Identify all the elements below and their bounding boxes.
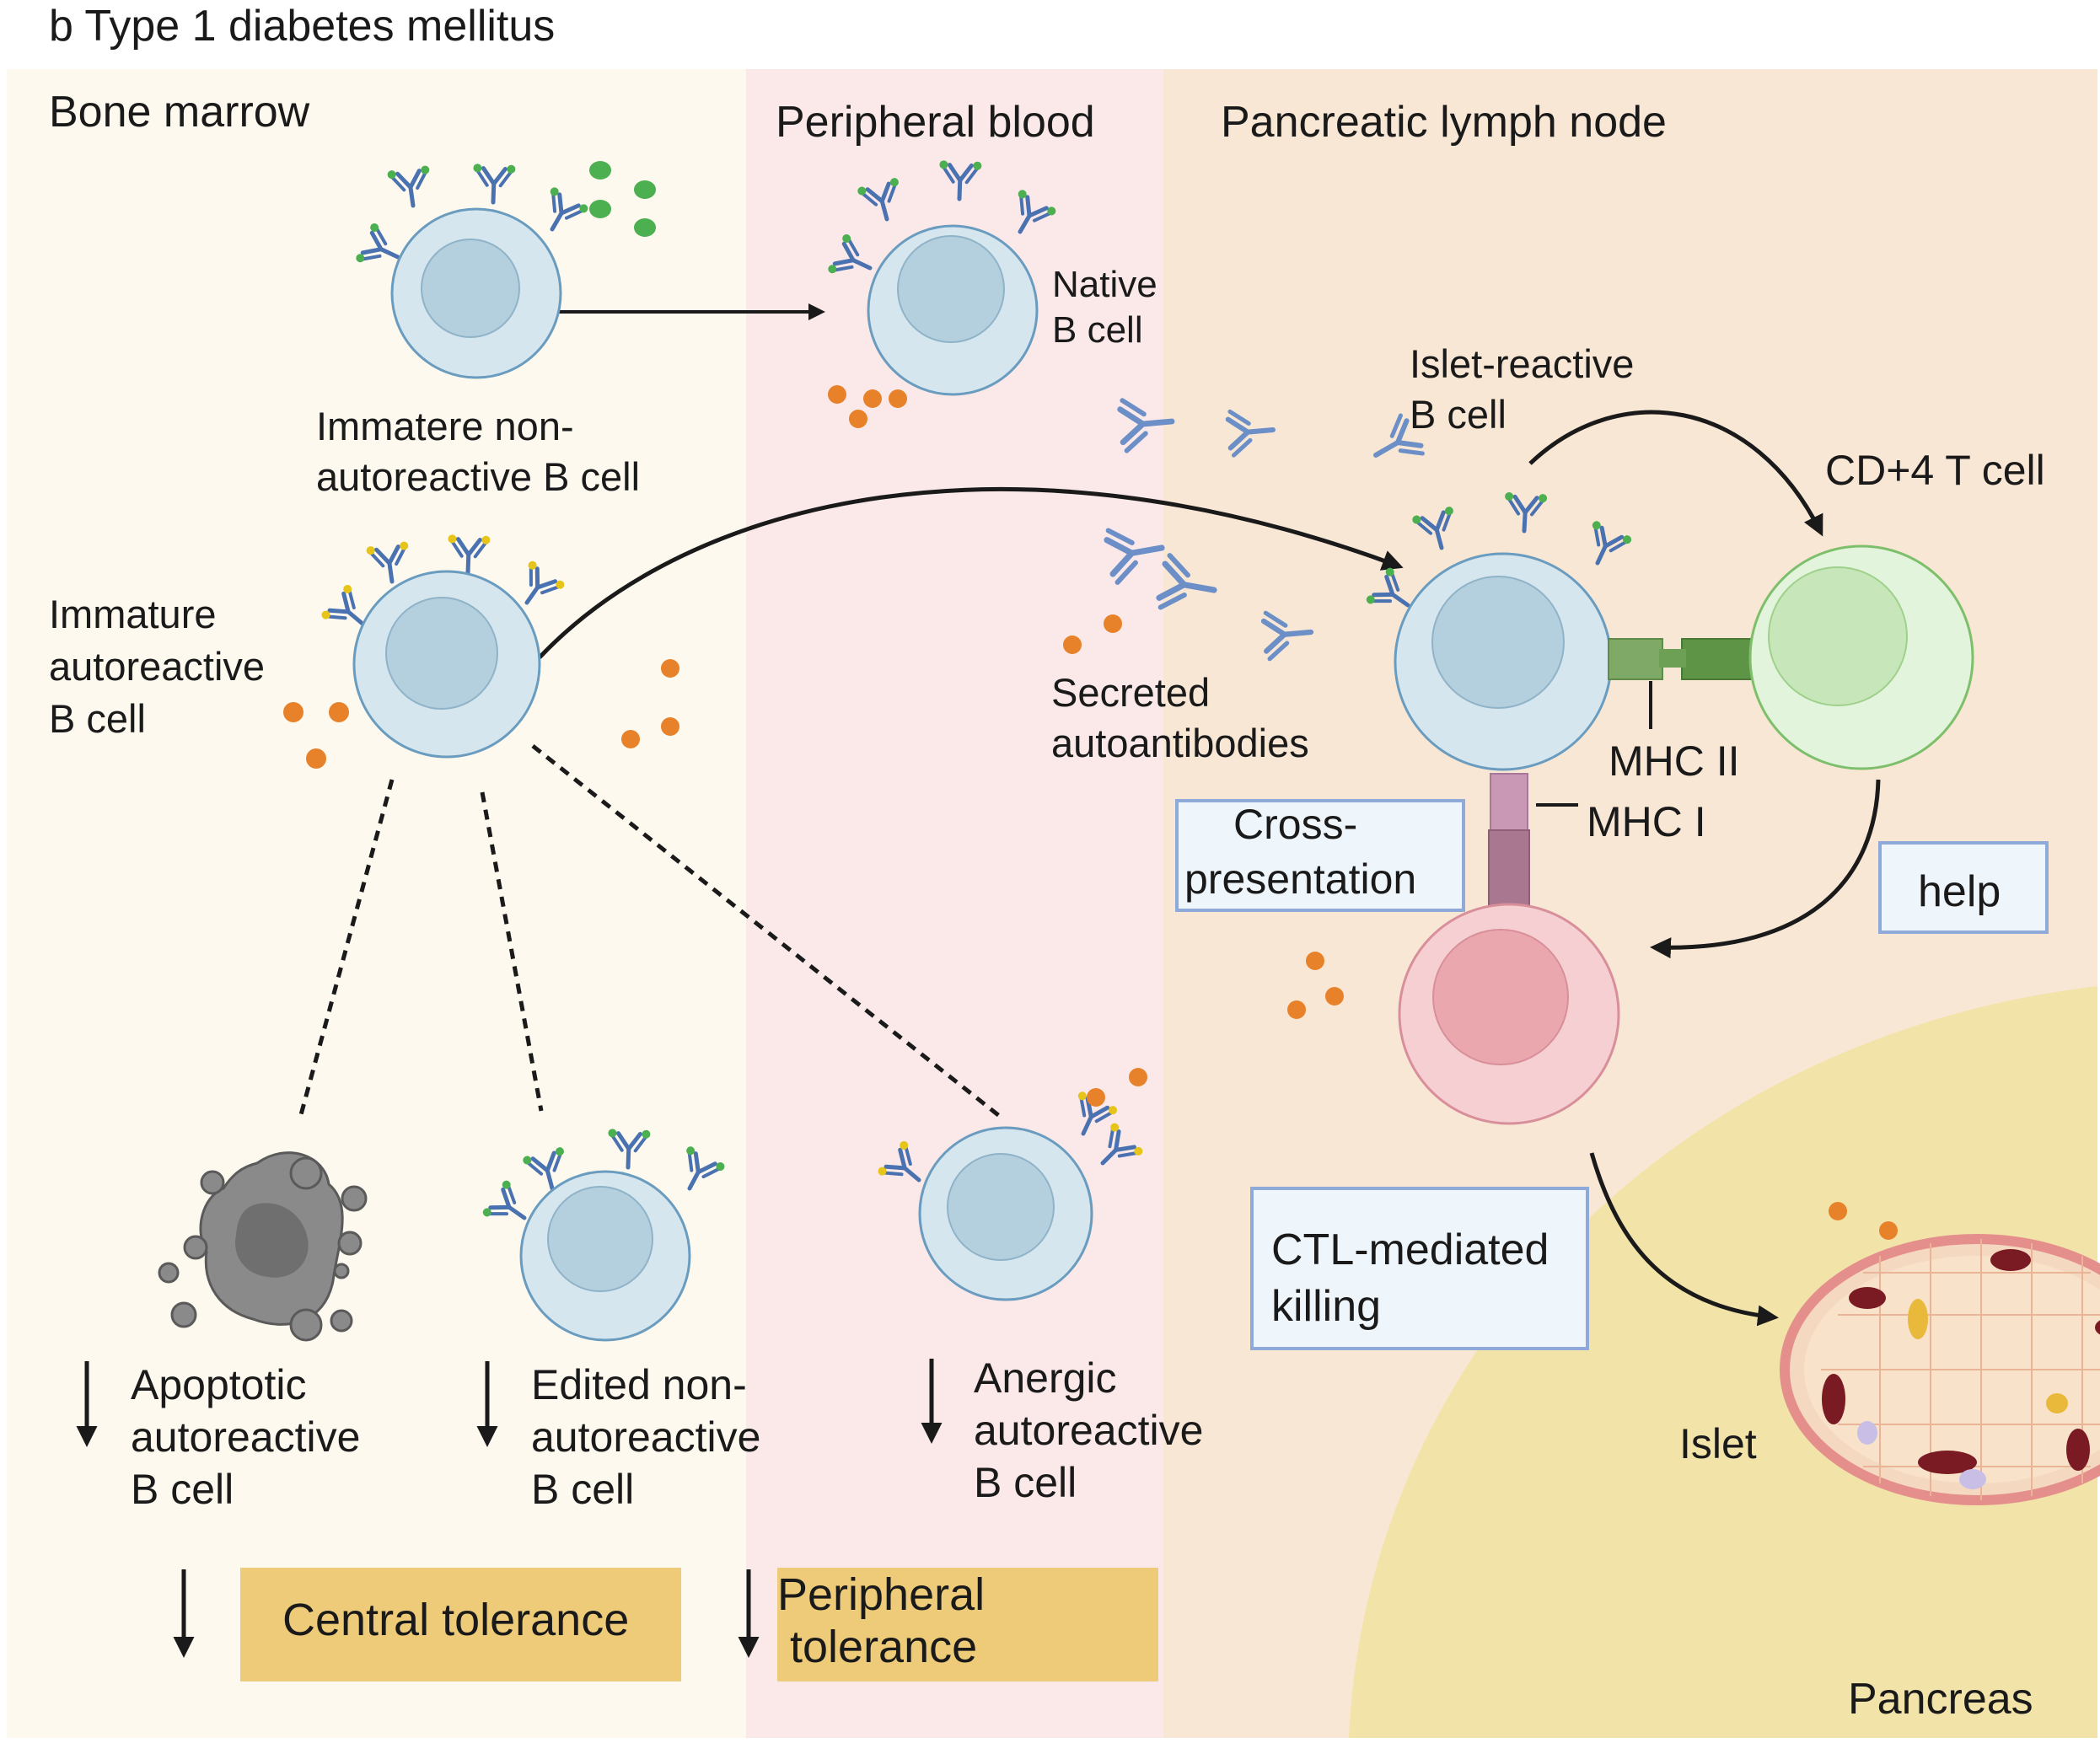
help-arrow [1650,779,1881,959]
edited-label: Edited non- autoreactive B cell [531,1361,772,1513]
islet-reactive-label: Islet-reactive B cell [1410,341,1645,437]
anergic-b-cell [876,1068,1147,1301]
mhc-ii-label: MHC II [1609,737,1740,785]
cd4-t-cell-label: CD+4 T cell [1825,447,2045,494]
apoptotic-b-cell [158,1151,368,1342]
cd4-t-cell [1748,544,1974,770]
ctl-killing-arrow [1589,1152,1779,1327]
fate-line-editing [480,791,544,1112]
fate-line-apoptosis [297,779,395,1122]
green-antigens [589,161,656,237]
immature-nonautoreactive-b-cell [355,161,656,379]
islet-reactive-b-cell [1365,492,1633,771]
orange-antigens [828,385,907,428]
peripheral-tolerance-label: Peripheral tolerance [777,1569,997,1672]
bone-marrow-label: Bone marrow [49,88,310,137]
bone-marrow-region [7,69,749,1738]
apoptotic-label: Apoptotic autoreactive B cell [131,1361,372,1513]
mhc-i-complex [1488,773,1578,915]
peripheral-tolerance-box [777,1568,1158,1681]
edited-b-cell [481,1129,726,1342]
fate-line-anergy [531,744,1003,1119]
migration-arrow [538,487,1404,659]
islet [1780,1202,2100,1505]
islet-label: Islet [1679,1420,1757,1467]
pancreas-label: Pancreas [1848,1675,2033,1724]
mhc-i-label: MHC I [1587,798,1706,845]
help-label: help [1918,867,2001,916]
mhc-ii-complex [1608,638,1755,729]
cross-presentation-box [1175,799,1465,912]
anergic-label: Anergic autoreactive B cell [974,1354,1215,1506]
orange-antigens [283,659,679,769]
immature-autoreactive-label: Immature autoreactive B cell [49,592,276,741]
b-to-t-arrow [1528,410,1823,537]
native-b-cell [827,160,1057,428]
immature-autoreactive-b-cell [283,534,679,769]
central-tolerance-label: Central tolerance [282,1595,629,1645]
ctl-killing-label: CTL-mediated killing [1271,1225,1561,1331]
central-tolerance-box [240,1568,681,1681]
secreted-autoantibodies-label: Secreted autoantibodies [1051,670,1309,765]
peripheral-blood-label: Peripheral blood [776,98,1095,147]
cytotoxic-t-cell [1398,903,1620,1125]
figure-title: b Type 1 diabetes mellitus [49,2,555,51]
lymph-node-label: Pancreatic lymph node [1221,98,1667,147]
immature-nonautoreactive-label: Immatere non- autoreactive B cell [316,404,640,499]
native-b-cell-label: Native B cell [1052,264,1168,351]
ctl-killing-box [1250,1187,1589,1350]
help-box [1878,841,2049,934]
pancreas-region [1349,986,2097,1738]
orange-antigens [1287,952,1344,1019]
cross-presentation-label: Cross- presentation [1184,801,1416,903]
secreted-autoantibodies [1063,396,1425,659]
